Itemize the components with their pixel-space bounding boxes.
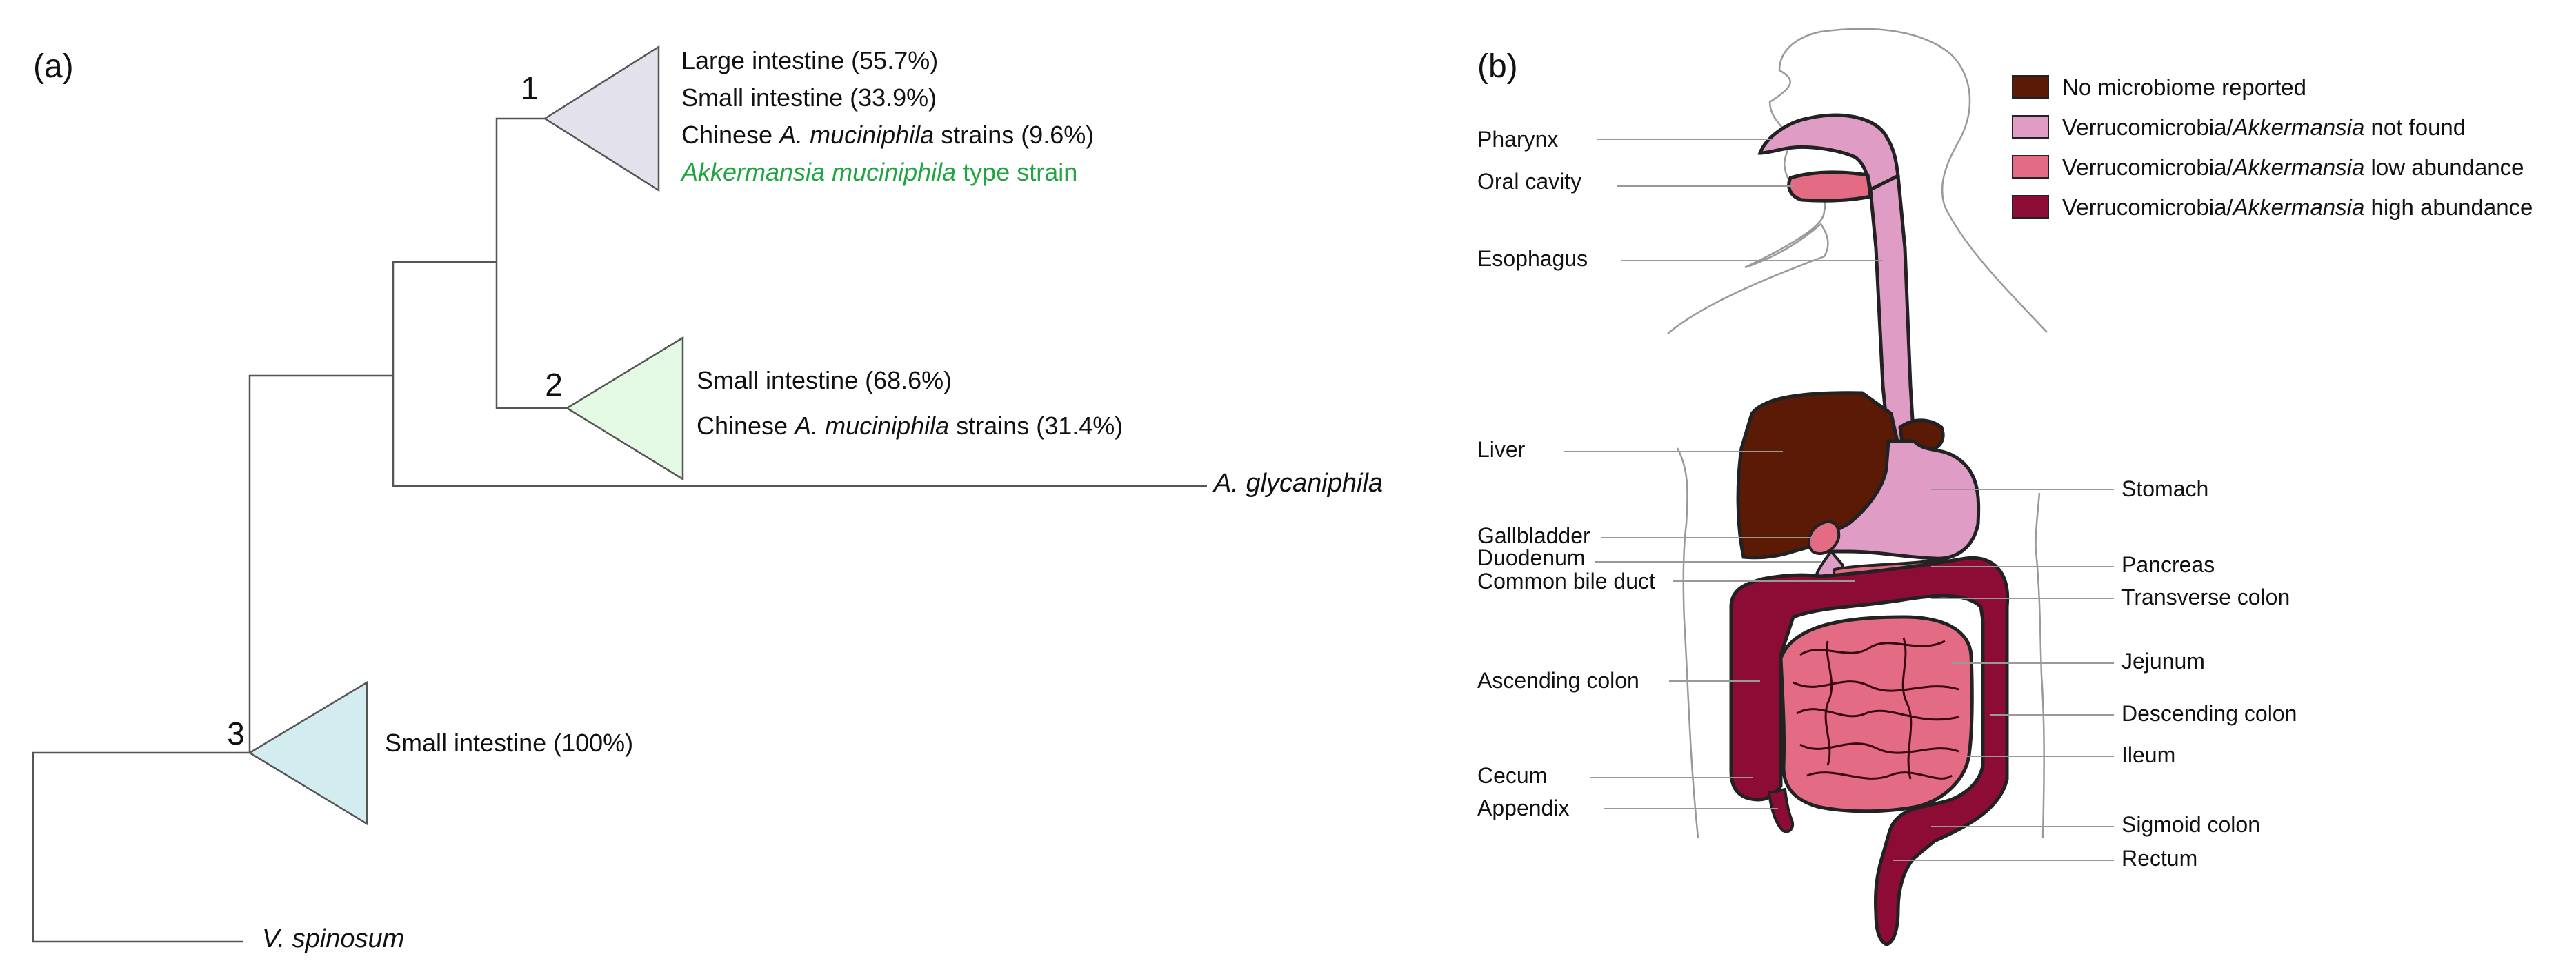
organ-labels-right: Stomach Pancreas Transverse colon Jejunu… [2121,476,2297,871]
label-stomach: Stomach [2121,476,2208,501]
clade-1-label-2: Small intestine (33.9%) [681,83,937,112]
label-sigmoid-colon: Sigmoid colon [2121,812,2260,837]
branch-node-c [495,117,567,409]
clade-1-triangle [543,45,660,192]
panel-b: (b) [1477,28,2533,946]
branch-root [32,751,250,943]
label-gallbladder: Gallbladder [1477,523,1590,548]
clade-2-triangle [565,336,684,481]
label-appendix: Appendix [1477,796,1569,820]
panel-a-label: (a) [33,48,74,85]
label-pancreas: Pancreas [2121,552,2215,577]
stomach [1819,439,1981,560]
label-cecum: Cecum [1477,763,1547,788]
label-duodenum: Duodenum [1477,545,1586,570]
oral-cavity [1787,170,1873,203]
clade-2-number: 2 [545,367,563,403]
label-ileum: Ileum [2121,742,2175,767]
clade-1-label-3: Chinese A. muciniphila strains (9.6%) [681,121,1094,149]
legend-label-1: Verrucomicrobia/Akkermansia not found [2062,114,2466,140]
legend-label-0: No microbiome reported [2062,74,2306,100]
organ-labels-left: Pharynx Oral cavity Esophagus Liver Gall… [1477,127,1655,820]
label-descending-colon: Descending colon [2121,701,2297,726]
clade-3-triangle [248,680,368,826]
branch-node-b [392,261,1207,487]
clade-1-number: 1 [521,70,539,106]
label-liver: Liver [1477,437,1526,462]
clade-2-label-1: Small intestine (68.6%) [697,366,952,394]
legend-swatch-3 [2012,195,2049,219]
clade-3-number: 3 [227,716,245,751]
label-jejunum: Jejunum [2121,649,2205,674]
legend-label-2: Verrucomicrobia/Akkermansia low abundanc… [2062,154,2524,180]
label-common-bile-duct: Common bile duct [1477,569,1655,594]
clade-1-label-4: Akkermansia muciniphila type strain [680,158,1077,186]
appendix [1767,787,1795,833]
label-pharynx: Pharynx [1477,127,1558,152]
panel-b-label: (b) [1477,48,1518,85]
leader-lines [1564,139,2114,861]
legend-label-3: Verrucomicrobia/Akkermansia high abundan… [2062,194,2533,220]
label-oral-cavity: Oral cavity [1477,169,1581,194]
legend: No microbiome reported Verrucomicrobia/A… [2012,74,2533,220]
colon [1729,556,2010,946]
clade-3-label-1: Small intestine (100%) [385,729,633,757]
label-esophagus: Esophagus [1477,246,1588,271]
body-outline [1667,28,2048,838]
legend-swatch-0 [2012,75,2049,99]
small-intestine [1779,615,1974,813]
label-transverse-colon: Transverse colon [2121,585,2290,609]
head-outline [1667,28,2048,334]
leaf-spinosum: V. spinosum [262,924,404,953]
label-ascending-colon: Ascending colon [1477,668,1639,693]
torso-right-outline [2035,492,2045,838]
legend-swatch-1 [2012,115,2049,139]
panel-a: (a) 1 2 3 Large intestine (55.7%) Small … [32,45,1383,953]
small-intestine-folds [1793,637,1959,780]
clade-2-label-2: Chinese A. muciniphila strains (31.4%) [697,412,1123,440]
label-rectum: Rectum [2121,846,2197,871]
leaf-glycaniphila: A. glycaniphila [1212,469,1383,498]
esophagus [1864,149,1916,443]
pharynx [1757,113,1900,192]
legend-swatch-2 [2012,155,2049,179]
branch-node-a [248,374,393,753]
clade-1-label-1: Large intestine (55.7%) [681,46,938,74]
tree-branches [32,117,1207,943]
torso-left-outline [1676,447,1699,838]
